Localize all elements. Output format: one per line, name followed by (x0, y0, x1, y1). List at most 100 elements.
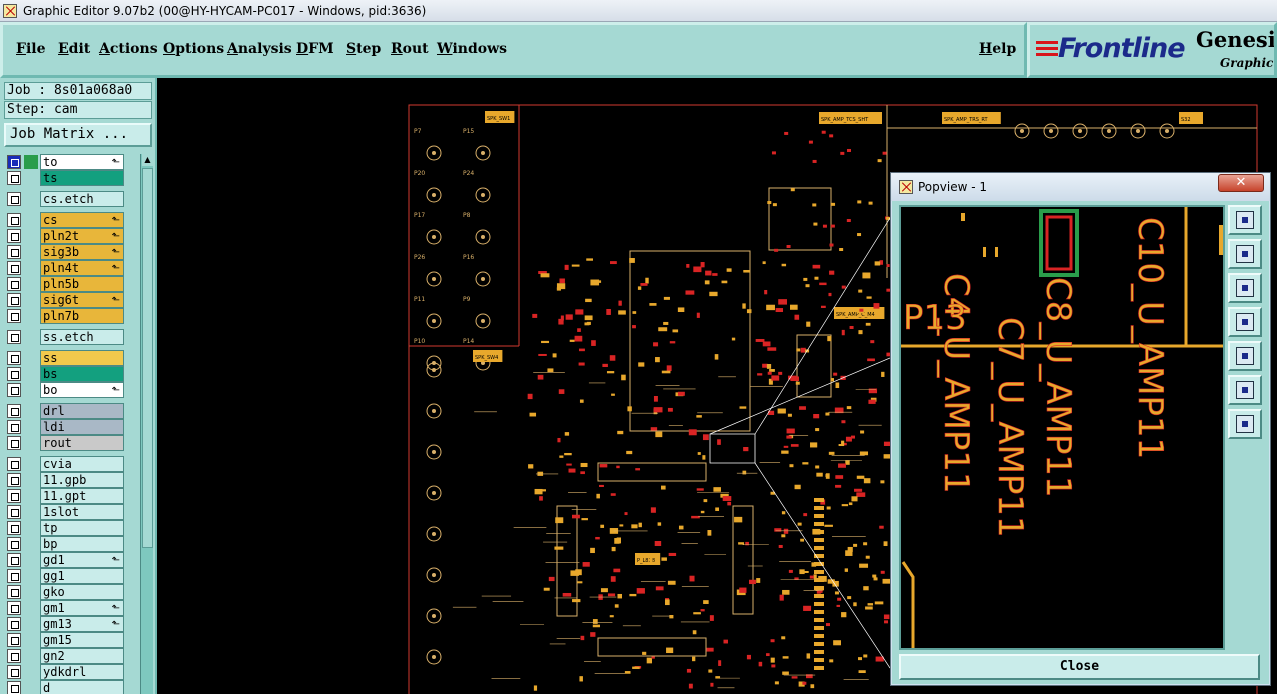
layer-row-ts[interactable]: ts (4, 170, 138, 186)
layer-display-checkbox[interactable] (7, 585, 21, 599)
layer-row-cs[interactable]: cs⬑ (4, 212, 138, 228)
layer-name[interactable]: gm15 (40, 632, 124, 648)
layer-row-cvia[interactable]: cvia (4, 456, 138, 472)
layer-row-gn2[interactable]: gn2 (4, 648, 138, 664)
layer-name[interactable]: gn2 (40, 648, 124, 664)
layer-row-ydkdrl[interactable]: ydkdrl (4, 664, 138, 680)
layer-display-checkbox[interactable] (7, 617, 21, 631)
layer-name[interactable]: gko (40, 584, 124, 600)
layer-row-gm13[interactable]: gm13⬑ (4, 616, 138, 632)
popview-tool-button[interactable] (1228, 273, 1262, 303)
popview-tool-button[interactable] (1228, 375, 1262, 405)
menu-analysis[interactable]: Analysis (227, 41, 292, 57)
layer-row-gko[interactable]: gko (4, 584, 138, 600)
menu-step[interactable]: Step (346, 41, 382, 57)
layer-display-checkbox[interactable] (7, 330, 21, 344)
layer-display-checkbox[interactable] (7, 505, 21, 519)
close-button[interactable]: Close (899, 654, 1260, 680)
layer-row-bs[interactable]: bs (4, 366, 138, 382)
layer-color-swatch[interactable] (24, 155, 38, 169)
layer-display-checkbox[interactable] (7, 489, 21, 503)
layer-name[interactable]: cs.etch (40, 191, 124, 207)
popview-tool-button[interactable] (1228, 341, 1262, 371)
layer-display-checkbox[interactable] (7, 229, 21, 243)
layer-list-scrollbar[interactable]: ▲ (140, 154, 153, 694)
layer-row-tp[interactable]: tp (4, 520, 138, 536)
layer-name[interactable]: ss.etch (40, 329, 124, 345)
menu-windows[interactable]: Windows (437, 41, 508, 57)
layer-row-gg1[interactable]: gg1 (4, 568, 138, 584)
layer-display-checkbox[interactable] (7, 473, 21, 487)
layer-row-to[interactable]: to⬑ (4, 154, 138, 170)
layer-name[interactable]: pln2t⬑ (40, 228, 124, 244)
layer-display-checkbox[interactable] (7, 213, 21, 227)
layer-display-checkbox[interactable] (7, 245, 21, 259)
layer-name[interactable]: 11.gpb (40, 472, 124, 488)
menu-file[interactable]: File (16, 41, 46, 57)
layer-display-checkbox[interactable] (7, 681, 21, 694)
layer-display-checkbox[interactable] (7, 261, 21, 275)
layer-display-checkbox[interactable] (7, 665, 21, 679)
layer-display-checkbox[interactable] (7, 404, 21, 418)
layer-row-pln2t[interactable]: pln2t⬑ (4, 228, 138, 244)
layer-row-bp[interactable]: bp (4, 536, 138, 552)
layer-name[interactable]: cs⬑ (40, 212, 124, 228)
popview-tool-button[interactable] (1228, 409, 1262, 439)
layer-name[interactable]: ydkdrl (40, 664, 124, 680)
layer-row-11-gpt[interactable]: 11.gpt (4, 488, 138, 504)
layer-display-checkbox[interactable] (7, 192, 21, 206)
layer-row-cs-etch[interactable]: cs.etch (4, 191, 138, 207)
layer-row-sig3b[interactable]: sig3b⬑ (4, 244, 138, 260)
layer-name[interactable]: rout (40, 435, 124, 451)
layer-display-checkbox[interactable] (7, 601, 21, 615)
layer-name[interactable]: drl (40, 403, 124, 419)
layer-display-checkbox[interactable] (7, 171, 21, 185)
layer-row-pln5b[interactable]: pln5b (4, 276, 138, 292)
layer-name[interactable]: gg1 (40, 568, 124, 584)
popview-tool-button[interactable] (1228, 239, 1262, 269)
layer-row-gm15[interactable]: gm15 (4, 632, 138, 648)
layer-name[interactable]: pln4t⬑ (40, 260, 124, 276)
layer-display-checkbox[interactable] (7, 633, 21, 647)
job-matrix-button[interactable]: Job Matrix ... (4, 123, 152, 147)
menu-edit[interactable]: Edit (58, 41, 91, 57)
layer-row-1slot[interactable]: 1slot (4, 504, 138, 520)
popview-tool-button[interactable] (1228, 205, 1262, 235)
layer-name[interactable]: gm1⬑ (40, 600, 124, 616)
layer-name[interactable]: ldi (40, 419, 124, 435)
layer-row-11-gpb[interactable]: 11.gpb (4, 472, 138, 488)
layer-row-drl[interactable]: drl (4, 403, 138, 419)
layer-name[interactable]: 11.gpt (40, 488, 124, 504)
layer-display-checkbox[interactable] (7, 436, 21, 450)
menu-dfm[interactable]: DFM (296, 41, 334, 57)
menu-help[interactable]: Help (979, 41, 1017, 57)
layer-row-sig6t[interactable]: sig6t⬑ (4, 292, 138, 308)
layer-name[interactable]: bo⬑ (40, 382, 124, 398)
layer-name[interactable]: d (40, 680, 124, 694)
popview-tool-button[interactable] (1228, 307, 1262, 337)
menu-actions[interactable]: Actions (99, 41, 158, 57)
layer-row-ss-etch[interactable]: ss.etch (4, 329, 138, 345)
layer-row-gd1[interactable]: gd1⬑ (4, 552, 138, 568)
layer-display-checkbox[interactable] (7, 420, 21, 434)
popview-title-bar[interactable]: Popview - 1 ✕ (891, 173, 1270, 201)
layer-name[interactable]: sig3b⬑ (40, 244, 124, 260)
layer-display-checkbox[interactable] (7, 383, 21, 397)
layer-display-checkbox[interactable] (7, 569, 21, 583)
layer-name[interactable]: to⬑ (40, 154, 124, 170)
layer-display-checkbox[interactable] (7, 457, 21, 471)
menu-options[interactable]: Options (163, 41, 225, 57)
layer-row-pln4t[interactable]: pln4t⬑ (4, 260, 138, 276)
layer-name[interactable]: cvia (40, 456, 124, 472)
scroll-thumb[interactable] (142, 168, 153, 548)
layer-name[interactable]: 1slot (40, 504, 124, 520)
layer-name[interactable]: ts (40, 170, 124, 186)
layer-row-pln7b[interactable]: pln7b (4, 308, 138, 324)
layer-row-gm1[interactable]: gm1⬑ (4, 600, 138, 616)
layer-name[interactable]: tp (40, 520, 124, 536)
layer-display-checkbox[interactable] (7, 521, 21, 535)
layer-row-bo[interactable]: bo⬑ (4, 382, 138, 398)
layer-row-ldi[interactable]: ldi (4, 419, 138, 435)
